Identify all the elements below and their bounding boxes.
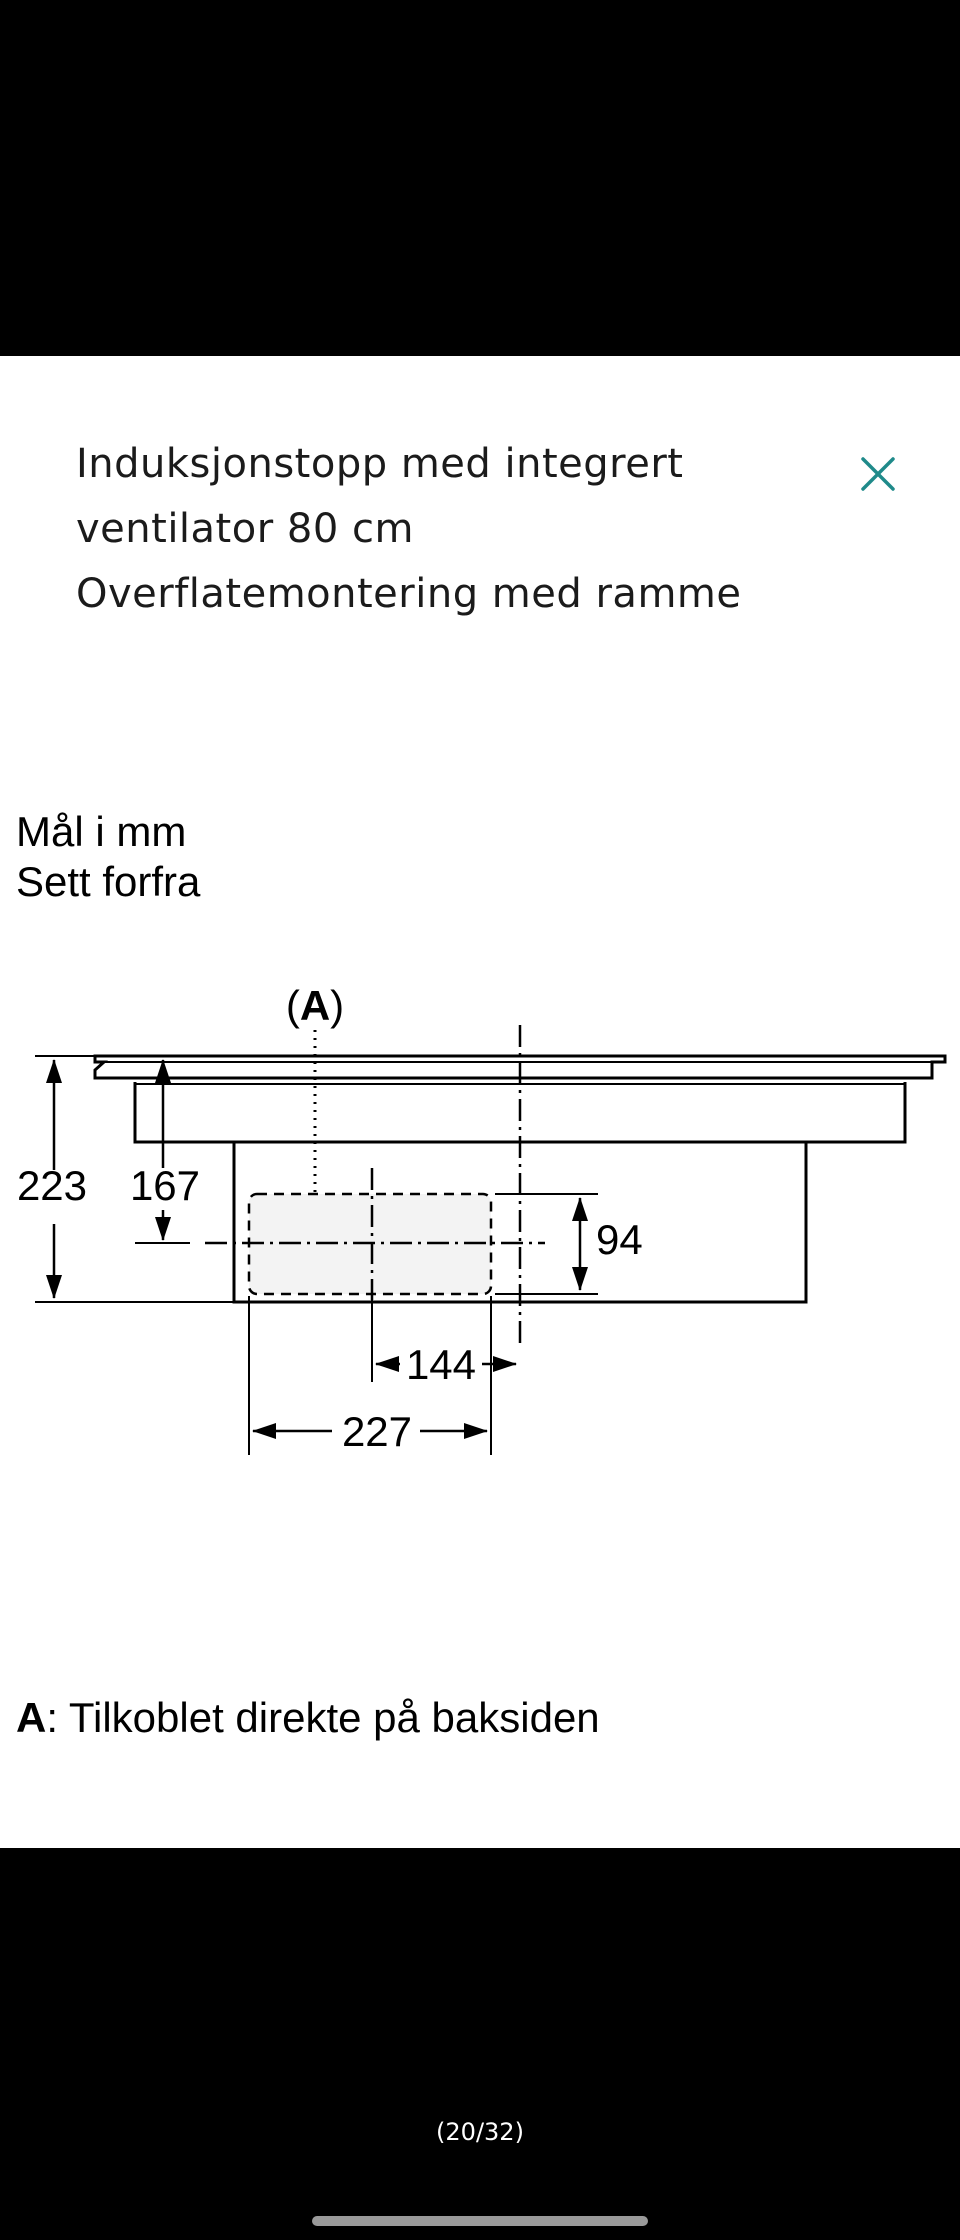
close-button[interactable]: [848, 444, 908, 504]
legend-key: A: [16, 1694, 46, 1741]
top-black-area: [0, 0, 960, 356]
dim-connection-height: 167: [130, 1162, 200, 1209]
marker-paren-open: (: [286, 982, 300, 1029]
home-indicator[interactable]: [312, 2216, 648, 2226]
dimension-drawing: Mål i mm Sett forfra (A) 223 167 94 144 …: [16, 808, 947, 1741]
bottom-black-area: [0, 1848, 960, 2240]
view-label: Sett forfra: [16, 858, 201, 905]
marker-paren-close: ): [330, 982, 344, 1029]
close-icon: [861, 457, 895, 491]
dim-connection-opening: 94: [596, 1216, 643, 1263]
content-sheet: Induksjonstopp med integrert ventilator …: [0, 356, 960, 1848]
dim-opening-width: 227: [342, 1408, 412, 1455]
page-counter: (20/32): [436, 2118, 524, 2146]
marker-label: (A): [286, 982, 344, 1029]
legend-text: : Tilkoblet direkte på baksiden: [46, 1694, 599, 1741]
page-title: Induksjonstopp med integrert ventilator …: [76, 432, 776, 627]
dim-total-height: 223: [17, 1162, 87, 1209]
marker-letter: A: [300, 982, 330, 1029]
title-line-1: Induksjonstopp med integrert: [76, 441, 684, 487]
dim-offset-width: 144: [406, 1341, 476, 1388]
title-line-3: Overflatemontering med ramme: [76, 571, 742, 617]
title-line-2: ventilator 80 cm: [76, 506, 414, 552]
legend: A: Tilkoblet direkte på baksiden: [16, 1694, 600, 1741]
units-label: Mål i mm: [16, 808, 186, 855]
